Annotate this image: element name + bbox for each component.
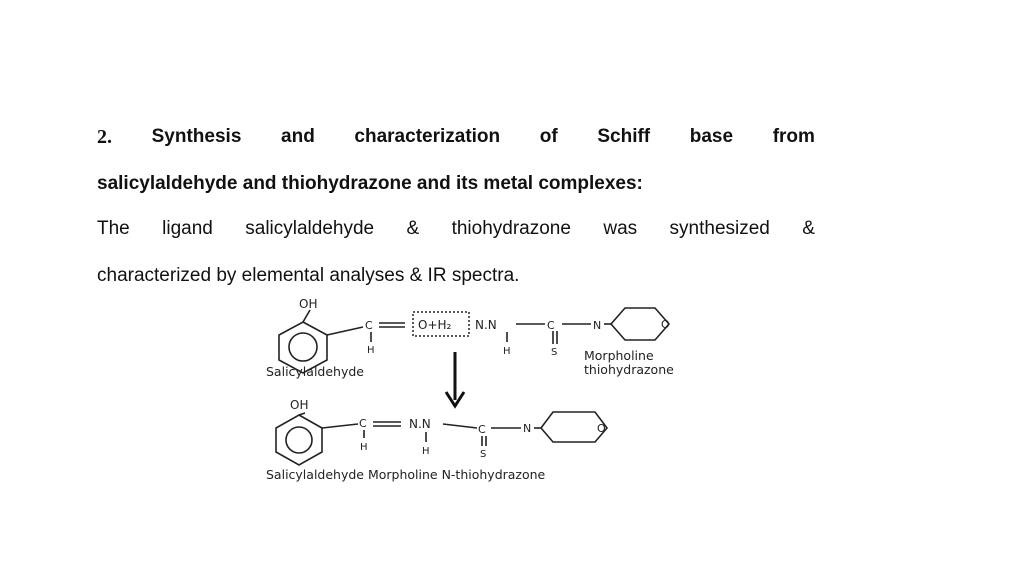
c-label-2: C xyxy=(547,319,555,332)
n-label-1: N xyxy=(593,319,601,332)
heading-word: Schiff xyxy=(597,126,651,147)
h-label-1: H xyxy=(367,345,375,356)
body-word: thiohydrazone xyxy=(451,218,571,239)
n-label-2: N xyxy=(523,422,531,435)
reactant-1-label: Salicylaldehyde xyxy=(266,364,364,379)
reaction-scheme: OH C H Salicylaldehyde O+H₂ N.N H C S N … xyxy=(266,297,674,482)
c-label-4: C xyxy=(478,423,486,436)
reactant-2-label-line-1: Morpholine xyxy=(584,348,654,363)
bond-ring-c-2 xyxy=(321,423,359,429)
reactant-morpholine-thiohydrazone xyxy=(506,307,671,344)
product-molecule xyxy=(275,411,609,466)
body-word: synthesized xyxy=(669,218,770,239)
morpholine-ring-2 xyxy=(539,411,609,443)
s-label-1: S xyxy=(551,347,557,358)
body-word: & xyxy=(802,218,815,239)
body-text-line-1: The ligand salicylaldehyde & thiohydrazo… xyxy=(97,217,815,241)
o-label-2: O xyxy=(597,422,606,435)
s-label-2: S xyxy=(480,449,486,460)
body-word: salicylaldehyde xyxy=(245,218,375,239)
h-label-2: H xyxy=(503,346,511,357)
leaving-group-box xyxy=(412,311,470,337)
bond-oh-1 xyxy=(302,309,311,323)
section-heading-line-2: salicylaldehyde and thiohydrazone and it… xyxy=(97,173,643,194)
c-label-1: C xyxy=(365,319,373,332)
heading-word: of xyxy=(539,126,558,147)
bond-ring-c-1 xyxy=(326,326,364,336)
body-word: & xyxy=(406,218,420,239)
oh-label-1: OH xyxy=(299,297,317,311)
body-word: was xyxy=(603,218,638,239)
benzene-aromatic-circle-2 xyxy=(285,426,313,454)
bond-oh-2 xyxy=(298,412,306,416)
section-heading-line-1: 2. Synthesis and characterization of Sch… xyxy=(97,125,815,149)
heading-word: and xyxy=(281,126,315,147)
reactant-2-label-line-2: thiohydrazone xyxy=(584,362,674,377)
h-label-4: H xyxy=(422,446,430,457)
oh-label-2: OH xyxy=(290,398,308,412)
body-word: ligand xyxy=(162,218,213,239)
heading-word: from xyxy=(772,126,815,147)
heading-word: base xyxy=(689,126,734,147)
body-text-line-2: characterized by elemental analyses & IR… xyxy=(97,265,520,286)
benzene-ring-2 xyxy=(275,414,323,466)
section-number: 2. xyxy=(97,126,112,148)
body-word: The xyxy=(97,218,130,239)
product-label: Salicylaldehyde Morpholine N-thiohydrazo… xyxy=(266,467,546,482)
heading-word: Synthesis xyxy=(151,126,242,147)
morpholine-ring-1 xyxy=(609,307,671,341)
heading-word: characterization xyxy=(354,126,501,147)
reactant-salicylaldehyde xyxy=(278,309,405,374)
h-label-3: H xyxy=(360,442,368,453)
bond-n-c-2 xyxy=(442,423,478,429)
o-label-1: O xyxy=(661,318,670,331)
leaving-group-label: O+H₂ xyxy=(418,318,452,332)
c-label-3: C xyxy=(359,417,367,430)
benzene-aromatic-circle-1 xyxy=(288,332,318,362)
nn-label-1: N.N xyxy=(475,318,497,332)
nn-label-2: N.N xyxy=(409,417,431,431)
reaction-arrow xyxy=(444,352,466,409)
